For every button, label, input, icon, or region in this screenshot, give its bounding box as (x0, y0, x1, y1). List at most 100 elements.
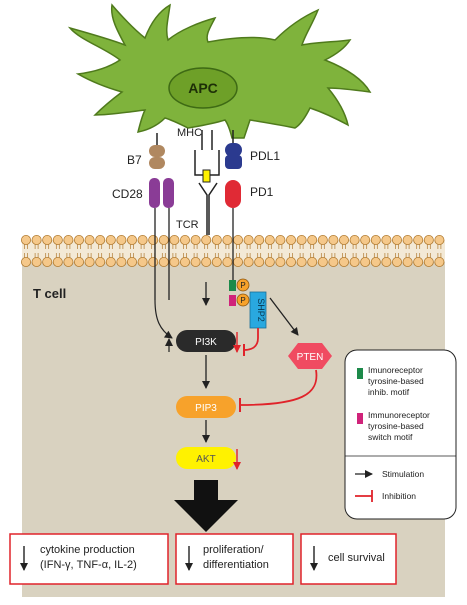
lipid-head (158, 234, 169, 245)
pi3k-node (176, 330, 236, 352)
lipid-head (275, 234, 286, 245)
b7-ligand (149, 133, 165, 169)
pdl1-ligand (225, 130, 242, 169)
lipid-head (413, 234, 424, 245)
phosphate-2-label: P (240, 296, 245, 305)
lipid-head (370, 256, 381, 267)
legend-itsm-swatch (357, 413, 363, 424)
lipid-head (360, 234, 371, 245)
lipid-head (158, 256, 169, 267)
lipid-head (317, 234, 328, 245)
lipid-head (74, 256, 85, 267)
cd28-receptor (149, 178, 174, 300)
akt-node (176, 447, 236, 469)
tcell-label: T cell (33, 286, 66, 301)
pd1-receptor (225, 180, 241, 280)
lipid-head (52, 234, 63, 245)
lipid-head (148, 256, 159, 267)
lipid-head (264, 256, 275, 267)
big-downstream-arrow (174, 480, 238, 532)
lipid-head (254, 234, 265, 245)
lipid-head (349, 256, 360, 267)
lipid-head (190, 234, 201, 245)
lipid-head (74, 234, 85, 245)
lipid-head (201, 234, 212, 245)
lipid-head (434, 256, 445, 267)
lipid-head (328, 256, 339, 267)
lipid-head (31, 256, 42, 267)
pip3-label: PIP3 (195, 403, 217, 414)
apc-nucleus (168, 67, 238, 109)
lipid-head (285, 234, 296, 245)
cd28-label: CD28 (112, 187, 143, 201)
legend-itim-line3: inhib. motif (368, 387, 410, 397)
lipid-head (328, 234, 339, 245)
lipid-head (211, 256, 222, 267)
lipid-head (391, 234, 402, 245)
legend: Imunoreceptor tyrosine-based inhib. moti… (344, 349, 457, 520)
lipid-head (381, 234, 392, 245)
lipid-head (84, 256, 95, 267)
lipid-head (169, 234, 180, 245)
pdl1-label: PDL1 (250, 149, 280, 163)
legend-itsm-line3: switch motif (368, 432, 413, 442)
legend-itsm-text: Immunoreceptor tyrosine-based switch mot… (368, 410, 432, 442)
lipid-head (52, 256, 63, 267)
phosphate-1-label: P (240, 281, 245, 290)
lipid-head (116, 256, 127, 267)
lipid-head (190, 256, 201, 267)
lipid-head (296, 256, 307, 267)
legend-itim-line1: Imunoreceptor (368, 365, 423, 375)
shp2-label: SHP2 (256, 298, 266, 322)
pten-inhibits-pip3 (239, 369, 318, 406)
cytokine-line1: cytokine production (40, 544, 135, 556)
lipid-head (116, 234, 127, 245)
lipid-head (105, 234, 116, 245)
legend-itim-line2: tyrosine-based (368, 376, 424, 386)
lipid-head (423, 234, 434, 245)
itsm-motif (229, 295, 236, 306)
shp2-inhibits-pi3k (243, 328, 259, 351)
lipid-head (243, 256, 254, 267)
lipid-head (148, 234, 159, 245)
apc-label: APC (188, 80, 218, 96)
lipid-head (84, 234, 95, 245)
phosphate-1 (236, 278, 250, 292)
lipid-head (338, 234, 349, 245)
cytokine-line2: (IFN-γ, TNF-α, IL-2) (40, 559, 137, 571)
pd1-label: PD1 (250, 185, 274, 199)
lipid-head (381, 256, 392, 267)
lipid-head (307, 234, 318, 245)
cd28-to-pi3k-arrow (154, 299, 173, 339)
lipid-head (95, 234, 106, 245)
lipid-head (63, 256, 74, 267)
lipid-head (391, 256, 402, 267)
outcome-survival: cell survival (300, 533, 397, 585)
legend-itsm-line1: Immunoreceptor (368, 410, 430, 420)
lipid-head (179, 234, 190, 245)
lipid-head (95, 256, 106, 267)
pten-label: PTEN (297, 352, 324, 363)
lipid-head (211, 234, 222, 245)
pten-node (288, 343, 332, 369)
lipid-head (423, 256, 434, 267)
lipid-head (31, 234, 42, 245)
lipid-head (127, 256, 138, 267)
lipid-head (201, 256, 212, 267)
lipid-head (254, 256, 265, 267)
prolif-line1: proliferation/ (203, 544, 264, 556)
lipid-head (413, 256, 424, 267)
lipid-head (434, 234, 445, 245)
survival-text: cell survival (328, 552, 385, 564)
lipid-head (179, 256, 190, 267)
tcr-label: TCR (176, 219, 199, 231)
lipid-head (105, 256, 116, 267)
b7-label: B7 (127, 153, 142, 167)
lipid-head (42, 234, 53, 245)
lipid-head (169, 256, 180, 267)
shp2-to-pten-arrow (269, 297, 299, 336)
lipid-head (296, 234, 307, 245)
tcr-receptor (198, 182, 218, 235)
lipid-head (402, 234, 413, 245)
lipid-head (264, 234, 275, 245)
